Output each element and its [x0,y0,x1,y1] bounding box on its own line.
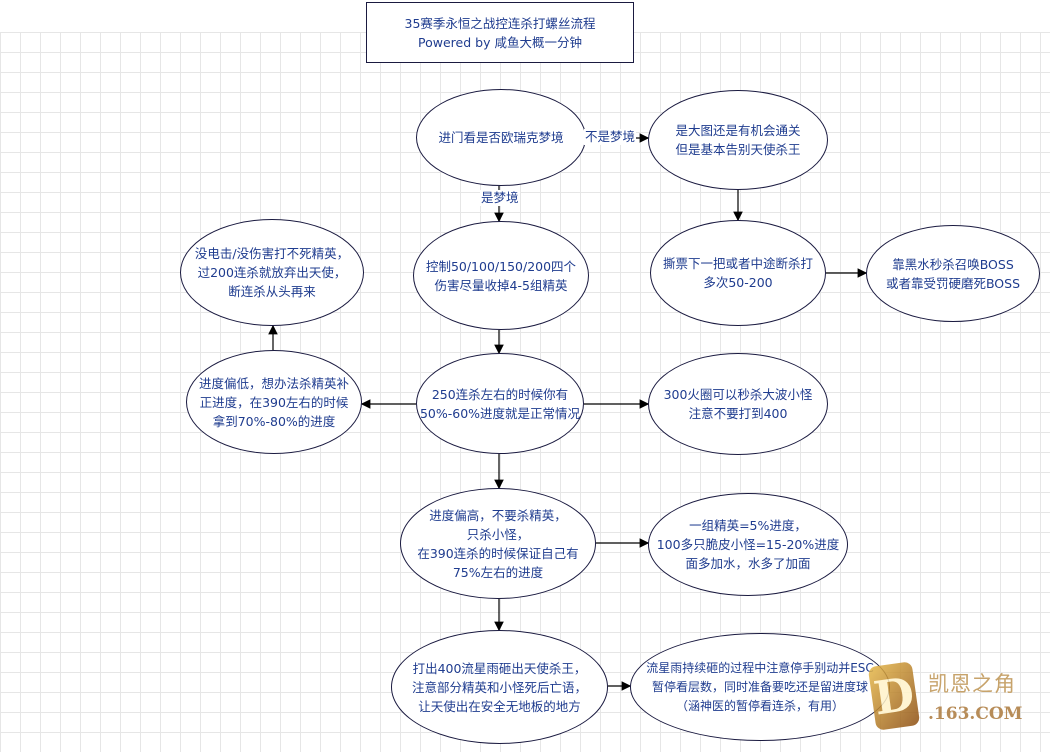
edge-label-is-dream: 是梦境 [480,190,520,206]
watermark-site: .163.COM [928,704,1023,724]
watermark-name: 凯恩之角 [928,672,1016,696]
node-progress-high: 进度偏高，不要杀精英， 只杀小怪， 在390连杀的时候保证自己有 75%左右的进… [400,488,596,599]
node-start: 进门看是否欧瑞克梦境 [416,89,586,186]
title-box: 35赛季永恒之战控连杀打螺丝流程 Powered by 咸鱼大概一分钟 [366,2,634,63]
watermark: D 凯恩之角 .163.COM [866,660,1046,740]
node-fire-ring: 300火圈可以秒杀大波小怪 注意不要打到400 [648,353,828,455]
node-control-kills: 控制50/100/150/200四个 伤害尽量收掉4-5组精英 [413,221,589,330]
node-break-combo: 撕票下一把或者中途断杀打 多次50-200 [650,220,826,326]
edge-label-not-dream: 不是梦境 [584,129,637,145]
node-progress-low: 进度偏低，想办法杀精英补 正进度，在390左右的时候 拿到70%-80%的进度 [186,350,362,454]
node-boss-kill: 靠黑水秒杀召唤BOSS 或者靠受罚硬磨死BOSS [866,225,1040,322]
node-meteor-tip: 流星雨持续砸的过程中注意停手别动并ESC 暂停看层数，同时准备要吃还是留进度球 … [630,633,890,741]
node-no-damage: 没电击/没伤害打不死精英， 过200连杀就放弃出天使， 断连杀从头再来 [180,219,364,326]
watermark-logo: D [867,661,921,731]
node-not-dream-result: 是大图还是有机会通关 但是基本告别天使杀王 [648,90,828,190]
node-elite-info: 一组精英=5%进度， 100多只脆皮小怪=15-20%进度 面多加水，水多了加面 [648,493,848,596]
node-meteor-400: 打出400流星雨砸出天使杀王， 注意部分精英和小怪死后亡语， 让天使出在安全无地… [391,630,608,744]
node-check-250: 250连杀左右的时候你有 50%-60%进度就是正常情况 [416,353,584,454]
